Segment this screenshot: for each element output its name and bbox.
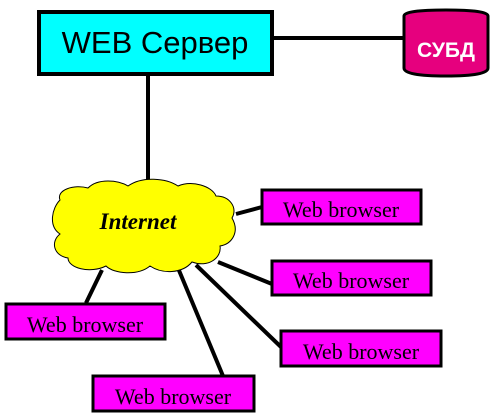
- internet-to-browser-2-line: [217, 260, 273, 286]
- browser-box: [4, 302, 167, 341]
- internet-cloud: [52, 178, 236, 274]
- browser-label: Web browser: [115, 384, 232, 409]
- browser-node-4: Web browser: [91, 374, 256, 413]
- browser-box: [91, 374, 256, 413]
- internet-to-browser-1-line: [235, 205, 263, 216]
- browser-label: Web browser: [293, 268, 410, 293]
- web-server-node: WEB Сервер: [37, 10, 274, 76]
- browser-node-2: Web browser: [270, 259, 433, 297]
- browser-node-5: Web browser: [4, 302, 167, 341]
- database-label: СУБД: [417, 39, 475, 62]
- database-cylinder: [402, 8, 490, 78]
- internet-to-browser-3-line: [194, 263, 283, 349]
- browser-box: [279, 329, 443, 368]
- internet-to-browser-5-line: [84, 269, 104, 304]
- browser-label: Web browser: [283, 197, 400, 222]
- web-server-box: [37, 10, 274, 76]
- internet-cloud-node: Internet: [52, 178, 236, 274]
- browser-node-3: Web browser: [279, 329, 443, 368]
- browser-box: [270, 259, 433, 297]
- browser-node-1: Web browser: [260, 188, 423, 226]
- internet-to-browser-4-line: [176, 267, 225, 377]
- browser-label: Web browser: [303, 339, 420, 364]
- internet-label: Internet: [99, 209, 177, 234]
- database-node: СУБД: [402, 8, 490, 78]
- browser-box: [260, 188, 423, 226]
- connector-lines: [84, 36, 404, 377]
- browser-label: Web browser: [27, 312, 144, 337]
- web-server-label: WEB Сервер: [62, 25, 249, 60]
